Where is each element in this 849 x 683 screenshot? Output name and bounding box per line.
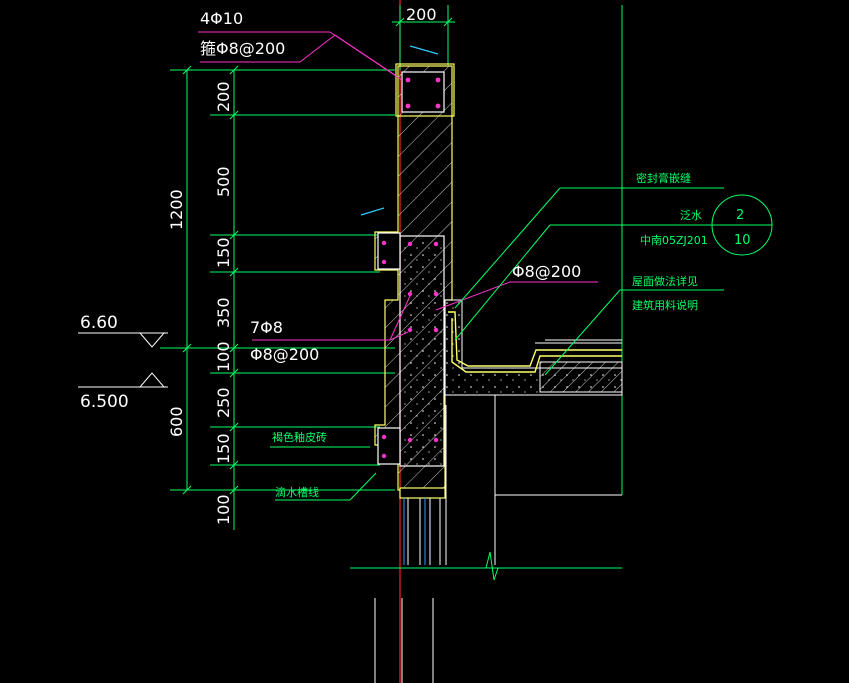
level-lower: 6.500 xyxy=(80,392,129,412)
rebar-leaders xyxy=(198,31,598,341)
dim-150a: 150 xyxy=(214,237,233,268)
dimension-chain xyxy=(160,65,395,530)
parapet-section xyxy=(374,63,455,499)
rebar-dots xyxy=(381,77,441,459)
dim-200: 200 xyxy=(214,81,233,112)
note-standard: 中南05ZJ201 xyxy=(640,234,708,247)
rebar-mid-main: 7Φ8 xyxy=(250,318,283,337)
rebar-roof-bar: Φ8@200 xyxy=(512,262,581,281)
reference-lines xyxy=(350,5,623,581)
rebar-top-stirrup: 箍Φ8@200 xyxy=(200,39,285,58)
level-upper: 6.60 xyxy=(80,313,118,333)
note-roof-detail: 屋面做法详见 xyxy=(632,274,698,288)
rebar-top-main: 4Φ10 xyxy=(200,9,243,28)
level-marks xyxy=(78,332,168,388)
dim-below: 100 xyxy=(214,494,233,525)
detail-callout xyxy=(711,194,773,256)
dim-top-width: 200 xyxy=(406,5,437,24)
rebar-mid-stirrup: Φ8@200 xyxy=(250,345,319,364)
dimension-labels: 1200 600 200 500 150 350 100 250 150 100 xyxy=(167,81,233,525)
view-markers xyxy=(360,45,439,216)
note-sealant: 密封膏嵌缝 xyxy=(636,171,691,185)
callout-bottom: 10 xyxy=(734,233,751,248)
dim-100: 100 xyxy=(214,341,233,372)
note-drip: 滴水槽线 xyxy=(275,485,319,499)
lower-wall xyxy=(374,395,622,683)
dim-1200: 1200 xyxy=(167,189,186,230)
dim-150b: 150 xyxy=(214,433,233,464)
dim-250: 250 xyxy=(214,387,233,418)
top-dimension xyxy=(392,17,455,27)
mid-beam xyxy=(399,235,445,467)
dim-500: 500 xyxy=(214,166,233,197)
note-flashing: 泛水 xyxy=(680,209,702,222)
roof-slab xyxy=(444,299,623,396)
note-leaders xyxy=(270,187,724,501)
glazing-lines xyxy=(403,498,426,565)
note-see-notes: 建筑用料说明 xyxy=(632,298,698,312)
note-tile: 褐色釉皮砖 xyxy=(272,430,327,444)
dim-600: 600 xyxy=(167,406,186,437)
callout-top: 2 xyxy=(736,208,744,223)
dim-350: 350 xyxy=(214,297,233,328)
